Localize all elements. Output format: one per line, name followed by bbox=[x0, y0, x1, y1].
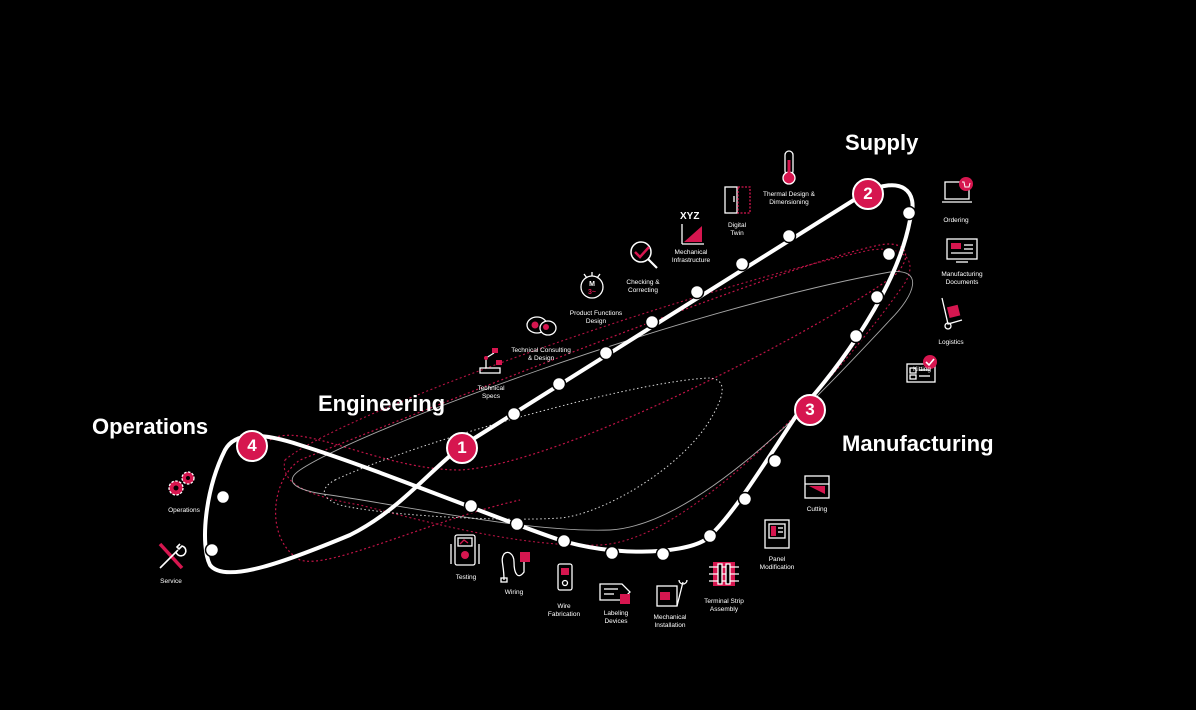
monitor-document-icon bbox=[946, 238, 978, 263]
stage-dot bbox=[655, 546, 671, 562]
terminal-strip-icon bbox=[709, 562, 739, 586]
label-tag-icon bbox=[599, 583, 631, 604]
kit-tray-icon bbox=[906, 355, 937, 383]
cutting-icon bbox=[804, 475, 830, 499]
inner-loop-red-dotted bbox=[269, 243, 907, 562]
label-mechanical-infrastructure: Mechanical Infrastructure bbox=[671, 249, 711, 264]
label-testing: Testing bbox=[455, 574, 477, 581]
main-value-chain-path bbox=[203, 183, 915, 575]
label-service: Service bbox=[160, 578, 182, 585]
label-kitting: Kitting bbox=[912, 366, 932, 373]
label-ordering: Ordering bbox=[943, 217, 969, 224]
stage-dot bbox=[551, 376, 567, 392]
stage-dot bbox=[598, 345, 614, 361]
stage-dot bbox=[901, 205, 917, 221]
stage-dot bbox=[848, 328, 864, 344]
chat-bubbles-icon bbox=[526, 316, 557, 336]
robot-arm-icon bbox=[479, 348, 502, 374]
stage-dots bbox=[204, 205, 917, 562]
tools-icon bbox=[158, 542, 187, 570]
cable-icon bbox=[500, 551, 530, 583]
stage-dot bbox=[506, 406, 522, 422]
phase-badge-1: 1 bbox=[446, 432, 478, 464]
label-labeling: Labeling Devices bbox=[603, 610, 629, 625]
motor-icon: M 3~ bbox=[580, 272, 604, 299]
cabinet-twin-icon bbox=[724, 186, 751, 214]
label-cutting: Cutting bbox=[806, 506, 828, 513]
panel-icon bbox=[764, 519, 790, 549]
wrench-box-icon bbox=[656, 579, 688, 607]
inner-loop-red-dotted-2 bbox=[283, 248, 911, 546]
svg-text:3~: 3~ bbox=[588, 289, 596, 296]
stage-dot bbox=[737, 491, 753, 507]
label-logistics: Logistics bbox=[938, 339, 964, 346]
laptop-cart-icon bbox=[942, 177, 973, 203]
phase-badge-2: 2 bbox=[852, 178, 884, 210]
label-wiring: Wiring bbox=[504, 589, 524, 596]
thermometer-icon bbox=[782, 150, 796, 185]
stage-dot bbox=[702, 528, 718, 544]
stage-dot bbox=[556, 533, 572, 549]
svg-text:XYZ: XYZ bbox=[680, 211, 699, 222]
phase-title-operations: Operations bbox=[92, 414, 209, 439]
label-panel-modification: Panel Modification bbox=[759, 556, 795, 571]
label-mechanical-installation: Mechanical Installation bbox=[653, 614, 687, 629]
stage-dot bbox=[869, 289, 885, 305]
phase-title-manufacturing: Manufacturing bbox=[842, 431, 994, 456]
label-technical-specs: Technical Specs bbox=[477, 385, 505, 400]
xyz-axes-icon: XYZ bbox=[680, 211, 704, 245]
stage-dot bbox=[689, 284, 705, 300]
multimeter-icon bbox=[450, 534, 480, 566]
label-thermal-design: Thermal Design & Dimensioning bbox=[762, 191, 816, 206]
label-technical-consulting: Technical Consulting & Design bbox=[511, 347, 571, 362]
label-terminal-strip: Terminal Strip Assembly bbox=[704, 598, 744, 613]
magnifier-check-icon bbox=[630, 241, 658, 269]
svg-text:M: M bbox=[589, 281, 595, 288]
label-digital-twin: Digital Twin bbox=[727, 222, 747, 237]
label-operations: Operations bbox=[168, 507, 200, 514]
label-product-functions: Product Functions Design bbox=[569, 310, 623, 325]
stage-dot bbox=[463, 498, 479, 514]
phase-badge-4: 4 bbox=[236, 430, 268, 462]
label-checking: Checking & Correcting bbox=[626, 279, 660, 294]
inner-loop-white-dotted bbox=[323, 377, 723, 520]
stage-dot bbox=[767, 453, 783, 469]
phase-badge-3: 3 bbox=[794, 394, 826, 426]
wire-device-icon bbox=[557, 563, 573, 591]
label-wire-fabrication: Wire Fabrication bbox=[547, 603, 581, 618]
phase-title-supply: Supply bbox=[845, 130, 919, 155]
label-manufacturing-documents: Manufacturing Documents bbox=[941, 271, 983, 286]
stage-dot bbox=[204, 542, 220, 558]
gears-icon bbox=[168, 471, 195, 496]
stage-dot bbox=[881, 246, 897, 262]
phase-title-engineering: Engineering bbox=[318, 391, 446, 416]
inner-loop-white-thin bbox=[291, 271, 913, 531]
stage-dot bbox=[604, 545, 620, 561]
hand-truck-icon bbox=[941, 297, 963, 330]
stage-dot bbox=[509, 516, 525, 532]
stage-dot bbox=[644, 314, 660, 330]
stage-dot bbox=[734, 256, 750, 272]
stage-dot bbox=[215, 489, 231, 505]
stage-dot bbox=[781, 228, 797, 244]
